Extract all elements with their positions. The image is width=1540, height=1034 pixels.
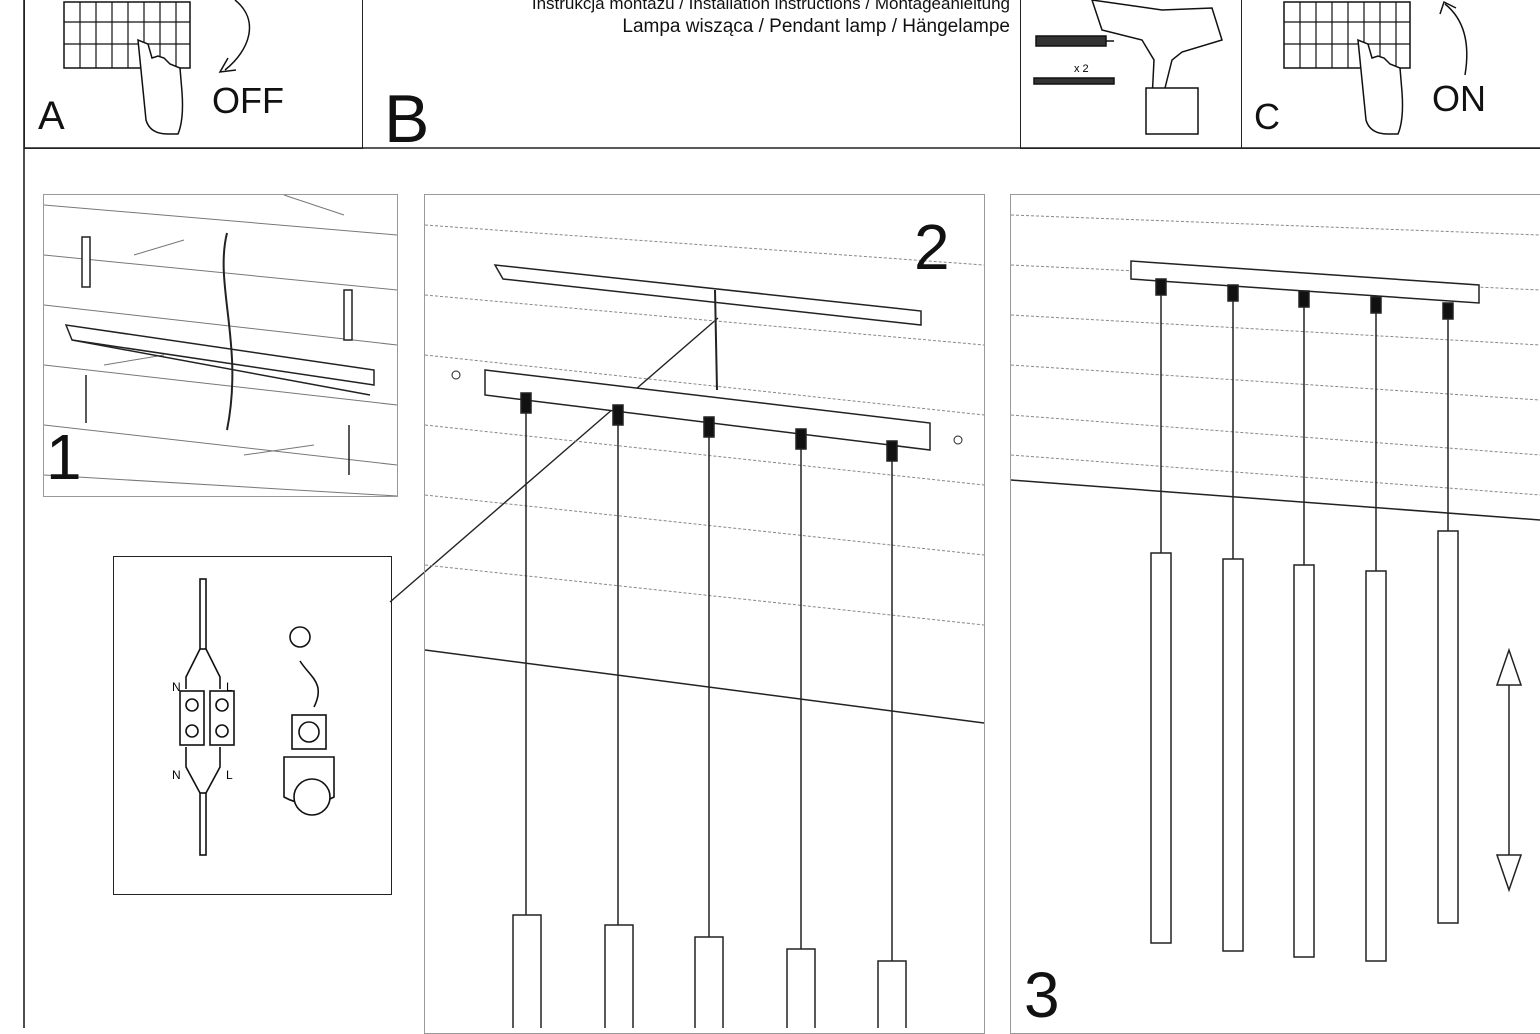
wire-l-top: L [226,680,233,694]
panel-3-height-adjust-illustration [1011,214,1540,962]
wiring-detail-frame [113,556,392,895]
step-a-frame [24,0,363,149]
anchor-count-label: x 2 [1074,63,1089,75]
wire-n-top: N [172,680,181,694]
panel-2-step-number: 2 [914,211,950,283]
drill-illustration: x 2 [1033,0,1223,135]
wiring-terminal-illustration: N L N L [172,578,335,856]
step-b-letter: B [384,81,430,157]
breaker-panel-illustration-c [1283,0,1468,135]
panel-1-mounting-bracket-illustration [44,195,397,496]
breaker-panel-illustration-a [63,0,251,135]
header-subtitle: Lampa wisząca / Pendant lamp / Hängelamp… [622,16,1010,37]
wire-l-bottom: L [226,768,233,782]
header-title: Instrukcja montażu / Installation instru… [531,0,1010,13]
panel-2-canopy-assembly-illustration [425,224,984,1028]
wire-n-bottom: N [172,768,181,782]
panel-1-step-number: 1 [46,421,82,493]
panel-3-step-number: 3 [1024,959,1060,1031]
step-a-letter: A [38,94,65,138]
step-c-letter: C [1254,96,1280,137]
panel-1-frame [43,194,398,497]
step-c-on-label: ON [1432,78,1486,119]
step-a-off-label: OFF [212,80,284,121]
step-c-frame [1241,0,1540,149]
